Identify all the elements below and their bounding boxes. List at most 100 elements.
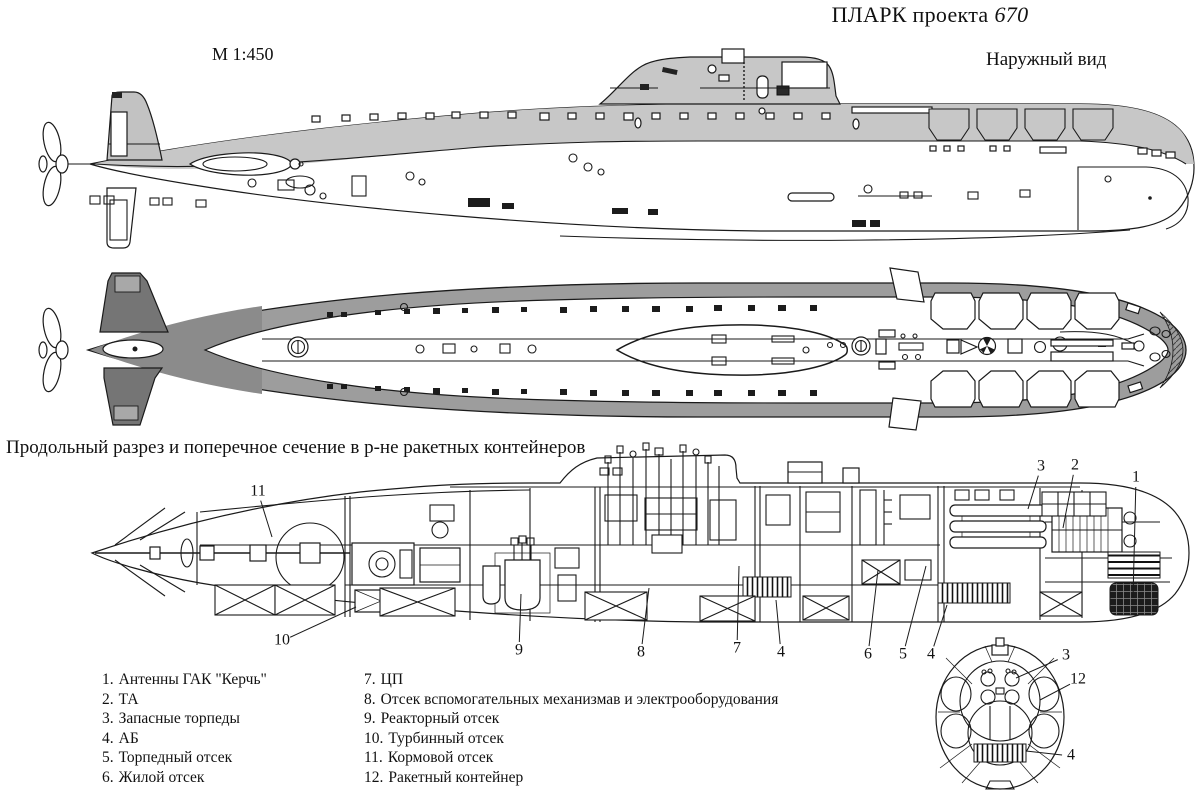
missile-hatch-humps [928, 108, 1114, 141]
spare-torpedoes [949, 504, 1047, 549]
legend-item-number: 1. [102, 671, 114, 688]
callout-leader-line [1015, 659, 1058, 679]
callout-leader-line [1025, 750, 1063, 756]
legend-item: 2.ТА [102, 690, 267, 710]
lower-tail-fin [106, 187, 137, 249]
callout-leader-line [1132, 486, 1137, 599]
callout-number: 2 [1071, 457, 1079, 474]
legend-item-label: Торпедный отсек [118, 749, 233, 767]
sail-plan-outline [615, 324, 848, 376]
bow-compartment-line [1077, 166, 1189, 230]
callout-number: 8 [637, 644, 645, 661]
legend-item-number: 9. [364, 710, 376, 728]
sail-details [610, 48, 830, 100]
legend-left-column: 1.Антенны ГАК "Керчь" 2.ТА 3.Запасные то… [102, 670, 267, 788]
legend-item-number: 6. [102, 768, 114, 786]
title-project-number: 670 [994, 2, 1029, 27]
legend-item-number: 10. [364, 729, 384, 747]
legend-item: 12.Ракетный контейнер [364, 768, 778, 788]
callout-number: 6 [864, 646, 872, 663]
legend-item-label: Отсек вспомогательных механизмав и элект… [380, 690, 779, 708]
legend-item-label: ЦП [380, 671, 404, 688]
callout-leader-line [641, 587, 650, 645]
callout-leader-line [1062, 474, 1074, 529]
legend-item-number: 5. [102, 749, 114, 767]
legend-right-column: 7.ЦП 8.Отсек вспомогательных механизмав … [364, 670, 778, 788]
callout-number: 4 [1067, 747, 1075, 764]
legend-item-number: 11. [364, 749, 383, 767]
legend-item-label: Турбинный отсек [388, 729, 504, 747]
battery-section [973, 743, 1027, 763]
callout-number: 3 [1037, 458, 1045, 475]
callout-number: 4 [927, 646, 935, 663]
callout-leader-line [1027, 475, 1039, 510]
torpedoes-section [980, 668, 1020, 705]
legend-item-label: Антенны ГАК "Керчь" [118, 671, 267, 688]
callout-number: 12 [1070, 671, 1086, 688]
callout-number: 10 [274, 632, 290, 649]
callout-number: 7 [733, 640, 741, 657]
callout-leader-line [518, 593, 522, 643]
legend-item: 11.Кормовой отсек [364, 748, 778, 768]
bow-plane-top [889, 267, 925, 303]
callout-number: 1 [1132, 469, 1140, 486]
legend-item-label: АБ [118, 729, 139, 747]
propeller [38, 121, 95, 207]
legend-item-label: Реакторный отсек [380, 710, 500, 728]
callout-leader-line [1039, 683, 1071, 701]
bow-dot-rows [929, 145, 1176, 159]
deck-shading [92, 104, 1194, 169]
legend-item: 6.Жилой отсек [102, 768, 267, 788]
external-side-view [38, 48, 1195, 249]
missile-containers-section [940, 676, 1060, 749]
torpedo-racks [1041, 491, 1107, 517]
callout-number: 5 [899, 646, 907, 663]
legend-item-label: Жилой отсек [118, 768, 205, 786]
legend-item: 9.Реакторный отсек [364, 709, 778, 729]
outer-hull-section [935, 644, 1065, 790]
legend-item: 3.Запасные торпеды [102, 709, 267, 729]
legend-item-number: 7. [364, 671, 376, 688]
callout-leader-line [904, 565, 927, 647]
callout-leader-line [775, 599, 781, 645]
pressure-hull-lower [967, 700, 1033, 766]
hull-fittings [89, 153, 1112, 227]
bow-crescent [1159, 311, 1184, 389]
upper-equipment [604, 489, 1015, 581]
pressure-hull-upper [959, 660, 1041, 742]
callout-number: 9 [515, 642, 523, 659]
callout-leader-line [933, 604, 948, 647]
callout-leader-line [260, 500, 273, 538]
radial-frames [938, 645, 1062, 784]
legend-item: 7.ЦП [364, 670, 778, 690]
propeller-plan [38, 307, 69, 393]
legend-item-number: 12. [364, 768, 384, 786]
legend-item: 5.Торпедный отсек [102, 748, 267, 768]
legend-item-number: 3. [102, 710, 114, 728]
callout-number: 11 [250, 483, 265, 500]
bow-plane-bottom [888, 397, 922, 431]
deck-edge-hatches [327, 305, 817, 396]
tank-braces [214, 559, 1083, 622]
battery-1 [742, 576, 792, 598]
legend-item: 10.Турбинный отсек [364, 729, 778, 749]
shaft-line [95, 542, 350, 564]
legend-item: 1.Антенны ГАК "Керчь" [102, 670, 267, 690]
external-view-label: Наружный вид [986, 49, 1107, 70]
callout-leader-line [289, 606, 357, 638]
legend-item-label: Ракетный контейнер [388, 768, 524, 786]
callout-leader-line [736, 565, 740, 641]
deck-hatches [311, 107, 860, 130]
legend-item: 8.Отсек вспомогательных механизмав и эле… [364, 690, 778, 710]
legend-item-number: 2. [102, 690, 114, 708]
centerline-equipment [287, 302, 1171, 394]
deck-plan [203, 296, 1169, 404]
legend-item-label: ТА [118, 690, 139, 708]
legend-item-label: Запасные торпеды [118, 710, 240, 728]
